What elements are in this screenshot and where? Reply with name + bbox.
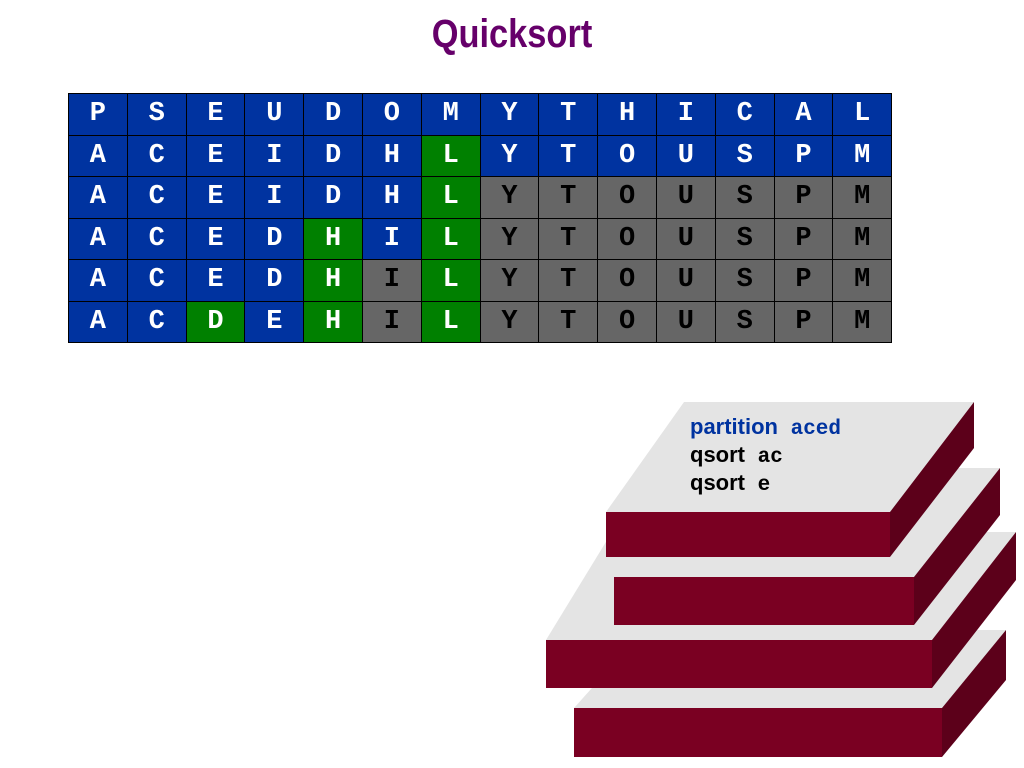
- grid-cell: C: [714, 93, 775, 136]
- stack-frame-4-front: [574, 708, 942, 757]
- grid-cell: C: [126, 176, 187, 219]
- grid-cell: D: [303, 93, 363, 136]
- stack-frame-2-side: [914, 468, 1000, 625]
- grid-cell: H: [303, 300, 363, 343]
- grid-cell: M: [832, 217, 893, 260]
- grid-cell: P: [773, 300, 834, 343]
- grid-cell: O: [597, 176, 657, 219]
- grid-cell: T: [538, 300, 599, 343]
- grid-cell: D: [244, 217, 305, 260]
- grid-cell: L: [420, 259, 481, 302]
- stack-line-argument: aced: [778, 418, 842, 441]
- grid-cell: Y: [479, 176, 540, 219]
- stack-frame-1-side: [890, 402, 974, 557]
- grid-cell: O: [361, 93, 422, 136]
- grid-cell: T: [538, 217, 599, 260]
- grid-cell: S: [714, 176, 775, 219]
- grid-cell: A: [68, 259, 128, 302]
- grid-cell: T: [538, 93, 599, 136]
- grid-cell: P: [773, 134, 834, 177]
- grid-cell: I: [244, 134, 305, 177]
- grid-cell: E: [185, 134, 246, 177]
- grid-cell: S: [714, 300, 775, 343]
- stack-frame-1-front: [606, 512, 890, 557]
- grid-cell: A: [68, 217, 128, 260]
- grid-cell: L: [420, 217, 481, 260]
- grid-cell: U: [655, 217, 716, 260]
- grid-cell: C: [126, 217, 187, 260]
- grid-cell: M: [832, 259, 893, 302]
- stack-line-1: partition aced: [690, 414, 841, 442]
- grid-cell: M: [832, 300, 893, 343]
- grid-cell: S: [714, 134, 775, 177]
- grid-cell: O: [597, 259, 657, 302]
- grid-cell: C: [126, 134, 187, 177]
- stack-line-argument: ac: [745, 446, 783, 469]
- stack-frame-1: [606, 402, 974, 557]
- grid-cell: A: [773, 93, 834, 136]
- stack-frame-2-front: [614, 577, 914, 625]
- grid-cell: C: [126, 259, 187, 302]
- grid-cell: Y: [479, 217, 540, 260]
- grid-cell: H: [361, 176, 422, 219]
- page-title: Quicksort: [431, 12, 593, 56]
- grid-cell: H: [303, 259, 363, 302]
- grid-cell: Y: [479, 300, 540, 343]
- grid-cell: U: [655, 300, 716, 343]
- grid-cell: Y: [479, 93, 540, 136]
- stack-frame-4-side: [942, 630, 1006, 757]
- grid-cell: O: [597, 217, 657, 260]
- grid-cell: L: [832, 93, 893, 136]
- grid-cell: I: [361, 300, 422, 343]
- grid-cell: P: [68, 93, 128, 136]
- grid-cell: S: [126, 93, 187, 136]
- stack-line-3: qsort e: [690, 470, 841, 498]
- grid-cell: I: [244, 176, 305, 219]
- grid-cell: D: [185, 300, 246, 343]
- stack-frame-1-top: [606, 402, 974, 512]
- grid-cell: I: [361, 217, 422, 260]
- stack-line-2: qsort ac: [690, 442, 841, 470]
- grid-cell: A: [68, 176, 128, 219]
- grid-cell: M: [420, 93, 481, 136]
- stack-frame-3-side: [932, 532, 1016, 688]
- grid-cell: E: [244, 300, 305, 343]
- stack-line-command: qsort: [690, 470, 745, 495]
- grid-cell: S: [714, 217, 775, 260]
- grid-cell: P: [773, 217, 834, 260]
- stack-line-argument: e: [745, 474, 771, 497]
- grid-cell: P: [773, 259, 834, 302]
- grid-cell: D: [244, 259, 305, 302]
- grid-cell: E: [185, 176, 246, 219]
- grid-cell: Y: [479, 259, 540, 302]
- stack-frame-3-front: [546, 640, 932, 688]
- grid-cell: D: [303, 176, 363, 219]
- stack-line-command: qsort: [690, 442, 745, 467]
- grid-cell: L: [420, 176, 481, 219]
- grid-cell: D: [303, 134, 363, 177]
- grid-cell: S: [714, 259, 775, 302]
- grid-cell: A: [68, 300, 128, 343]
- grid-cell: U: [655, 134, 716, 177]
- grid-cell: I: [655, 93, 716, 136]
- grid-cell: T: [538, 259, 599, 302]
- grid-cell: I: [361, 259, 422, 302]
- grid-cell: U: [244, 93, 305, 136]
- grid-cell: O: [597, 300, 657, 343]
- grid-cell: U: [655, 176, 716, 219]
- grid-cell: E: [185, 259, 246, 302]
- grid-cell: C: [126, 300, 187, 343]
- grid-cell: H: [303, 217, 363, 260]
- grid-cell: L: [420, 300, 481, 343]
- grid-cell: M: [832, 176, 893, 219]
- stack-line-command: partition: [690, 414, 778, 439]
